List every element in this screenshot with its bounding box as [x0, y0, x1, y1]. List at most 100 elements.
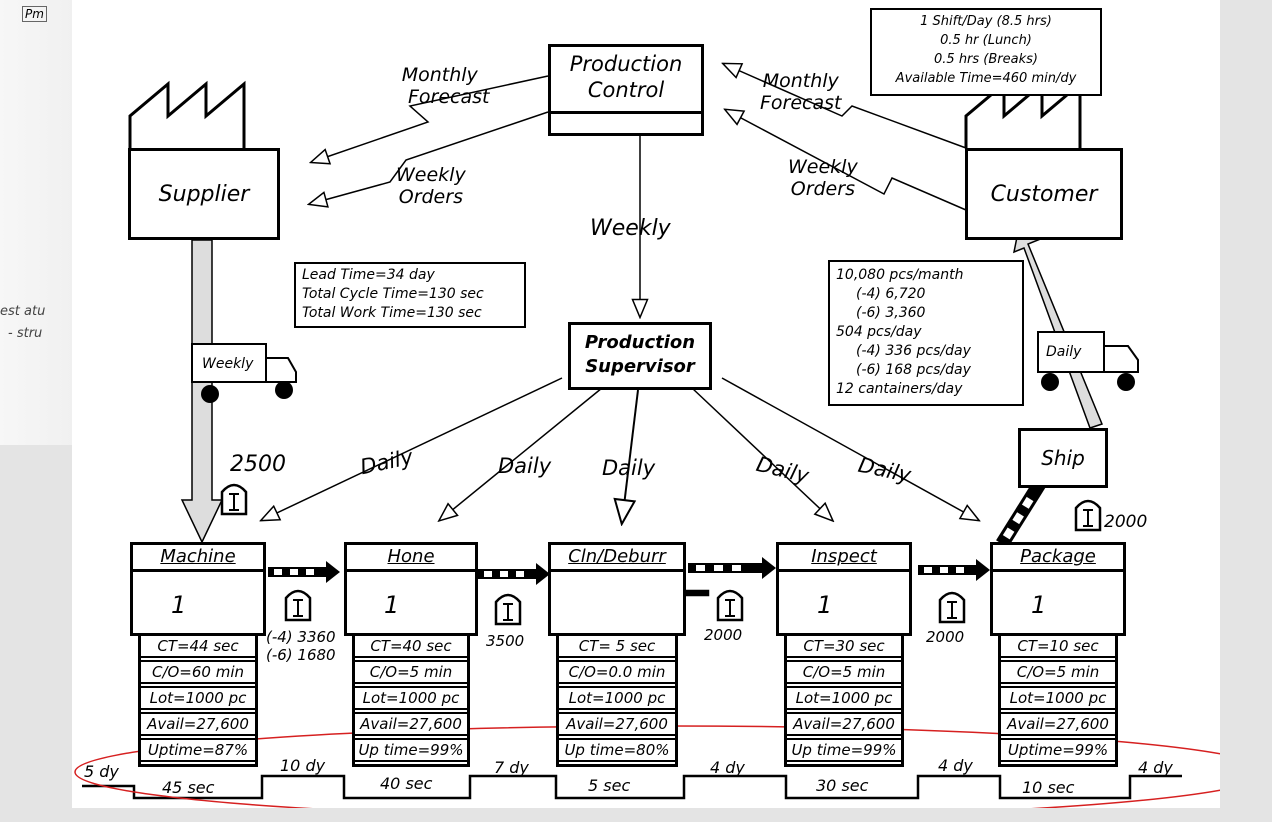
process-name: Hone — [347, 545, 475, 572]
process-box: Package 1 — [990, 542, 1126, 636]
process-data-row: Lot=1000 pc — [787, 686, 901, 710]
process-data-row: CT=10 sec — [1001, 634, 1115, 658]
process-name: Inspect — [779, 545, 909, 572]
customer-box: Customer — [965, 148, 1123, 240]
shift-info-box: 1 Shift/Day (8.5 hrs) 0.5 hr (Lunch) 0.5… — [870, 8, 1102, 96]
process-data-row: Avail=27,600 — [355, 712, 467, 736]
inventory-raw-count: 2500 — [230, 452, 286, 477]
monthly-forecast-customer-arrow — [724, 64, 967, 149]
value-stream-map-canvas: Production Control 1 Shift/Day (8.5 hrs)… — [72, 0, 1220, 808]
timeline-days: 7 dy — [494, 758, 529, 777]
operator-count: 1 — [817, 591, 833, 619]
inventory-cln-inspect-count: 2000 — [704, 626, 743, 644]
supplier-factory-icon — [128, 80, 246, 148]
process-data-row: C/O=5 min — [355, 660, 467, 684]
weekly-truck-icon — [191, 343, 297, 403]
timeline-seconds: 10 sec — [1022, 778, 1075, 797]
ship-label: Ship — [1041, 446, 1085, 470]
process-data-row: Up time=99% — [787, 738, 901, 762]
timeline-days: 10 dy — [280, 756, 326, 775]
push-arrows — [268, 479, 1047, 585]
supplier-label: Supplier — [158, 181, 250, 207]
weekly-schedule-label: Weekly — [590, 216, 671, 241]
finished-goods-shipment-arrow — [1012, 230, 1103, 429]
daily-label: Daily — [602, 456, 656, 480]
timeline-seconds: 40 sec — [380, 774, 433, 793]
sketch-note: - stru — [8, 326, 43, 341]
timeline-days: 4 dy — [710, 758, 745, 777]
process-data-row: Uptime=87% — [141, 738, 255, 762]
vsm-lines — [74, 0, 1220, 808]
operator-count: 1 — [384, 591, 400, 619]
process-data-row: Avail=27,600 — [141, 712, 255, 736]
shift-info-line: 0.5 hr (Lunch) — [940, 33, 1032, 48]
shift-info-line: Available Time=460 min/dy — [895, 71, 1077, 86]
process-name: Package — [993, 545, 1123, 572]
process-data-row: Lot=1000 pc — [355, 686, 467, 710]
sketch-note: est atu — [0, 304, 46, 319]
process-data-row: Avail=27,600 — [787, 712, 901, 736]
process-data-row: Lot=1000 pc — [559, 686, 675, 710]
process-data-row: CT=30 sec — [787, 634, 901, 658]
process-name: Machine — [133, 545, 263, 572]
process-data-row: Avail=27,600 — [559, 712, 675, 736]
timeline-seconds: 30 sec — [816, 776, 869, 795]
supplier-box: Supplier — [128, 148, 280, 240]
ship-box: Ship — [1018, 428, 1108, 488]
process-data-row: C/O=5 min — [787, 660, 901, 684]
process-name: Cln/Deburr — [551, 545, 683, 572]
process-box: Cln/Deburr — [548, 542, 686, 636]
inventory-hone-cln-count: 3500 — [486, 632, 525, 650]
process-data-row: Avail=27,600 — [1001, 712, 1115, 736]
weekly-orders-customer-arrow — [726, 110, 967, 211]
weekly-orders-supplier-arrow — [310, 111, 549, 204]
process-data-row: C/O=60 min — [141, 660, 255, 684]
process-data-row: C/O=0.0 min — [559, 660, 675, 684]
timeline-days: 4 dy — [938, 756, 973, 775]
inventory-machine-hone-count: (-4) 3360(-6) 1680 — [266, 628, 336, 664]
process-box: Inspect 1 — [776, 542, 912, 636]
daily-truck-icon — [1037, 331, 1139, 391]
daily-schedule-arrows — [262, 377, 978, 522]
timeline-days: 4 dy — [1138, 758, 1173, 777]
operator-count: 1 — [1031, 591, 1047, 619]
inventory-finished-count: 2000 — [1104, 512, 1148, 532]
monthly-forecast-supplier-arrow — [312, 75, 549, 162]
sketch-note: Pm — [22, 6, 47, 22]
process-data-row: Up time=80% — [559, 738, 675, 762]
inventory-inspect-package-count: 2000 — [926, 628, 965, 646]
customer-demand-box: 10,080 pcs/manth (-4) 6,720 (-6) 3,360 5… — [828, 260, 1024, 406]
timeline-ladder — [82, 774, 1182, 800]
production-control-label: Production — [569, 52, 683, 76]
process-data-row: CT=44 sec — [141, 634, 255, 658]
process-data-row: C/O=5 min — [1001, 660, 1115, 684]
process-box: Hone 1 — [344, 542, 478, 636]
timeline-days: 5 dy — [84, 762, 119, 781]
process-data-row: CT=40 sec — [355, 634, 467, 658]
process-data-row: Uptime=99% — [1001, 738, 1115, 762]
daily-truck-label: Daily — [1046, 344, 1082, 360]
inventory-i-glyphs — [229, 493, 1093, 621]
inventory-triangle-icons — [220, 483, 1102, 626]
production-control-box: Production Control — [548, 44, 704, 136]
process-box: Machine 1 — [130, 542, 266, 636]
weekly-truck-label: Weekly — [202, 356, 254, 372]
operator-count: 1 — [171, 591, 187, 619]
production-control-label: Control — [587, 78, 665, 102]
customer-label: Customer — [990, 181, 1098, 207]
process-data-row: Up time=99% — [355, 738, 467, 762]
process-data-row: Lot=1000 pc — [1001, 686, 1115, 710]
shift-info-line: 0.5 hrs (Breaks) — [934, 52, 1038, 67]
process-data-row: Lot=1000 pc — [141, 686, 255, 710]
timeline-seconds: 45 sec — [162, 778, 215, 797]
